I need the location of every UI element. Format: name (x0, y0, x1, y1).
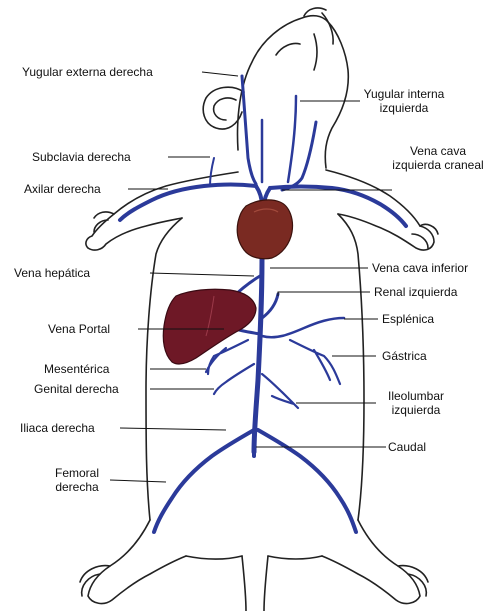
liver (163, 289, 256, 364)
label-genital-derecha: Genital derecha (34, 382, 119, 396)
genital-derecha-vein (214, 364, 254, 394)
label-femoral-derecha: Femoral derecha (46, 466, 108, 494)
label-iliaca-derecha: Iliaca derecha (20, 421, 95, 435)
yugular-interna-izquierda-vein (288, 96, 296, 182)
mouse-nose-outline (304, 8, 333, 44)
label-vena-cava-izquierda-craneal-line2: izquierda craneal (388, 158, 488, 172)
label-subclavia-derecha: Subclavia derecha (32, 150, 131, 164)
label-yugular-interna-izquierda-line1: Yugular interna (362, 87, 446, 101)
label-axilar-derecha: Axilar derecha (24, 182, 101, 196)
leader-femoral-derecha (110, 480, 166, 482)
vena-cava-inferior-vein (254, 258, 262, 452)
right-hindlimb-outline (88, 520, 186, 603)
label-vena-cava-inferior: Vena cava inferior (372, 261, 468, 275)
leader-renal-izquierda (278, 292, 370, 296)
leader-iliaca-derecha (120, 428, 226, 430)
esplenica-vein (262, 318, 344, 337)
label-vena-hepatica: Vena hepática (14, 266, 90, 280)
label-femoral-derecha-line1: Femoral (46, 466, 108, 480)
ileolumbar-izquierda-vein (262, 374, 298, 408)
organs (163, 200, 292, 364)
label-vena-cava-izquierda-craneal: Vena cava izquierda craneal (388, 144, 488, 172)
label-mesenterica: Mesentérica (44, 362, 109, 376)
label-ileolumbar-izquierda-line1: Ileolumbar (378, 389, 454, 403)
label-ileolumbar-izquierda-line2: izquierda (378, 403, 454, 417)
mouse-head-detail (276, 34, 317, 70)
renal-izquierda-vein (262, 294, 278, 318)
tail-base-outline (242, 556, 268, 611)
label-femoral-derecha-line2: derecha (46, 480, 108, 494)
label-renal-izquierda: Renal izquierda (374, 285, 457, 299)
leader-yugular-externa-derecha (202, 72, 238, 76)
iliaca-izquierda-vein (258, 430, 356, 532)
yugular-externa-derecha-vein (242, 76, 256, 184)
label-vena-cava-izquierda-craneal-line1: Vena cava (388, 144, 488, 158)
gastrica-vein (290, 340, 340, 384)
label-yugular-interna-izquierda-line2: izquierda (362, 101, 446, 115)
pelvis-outline (186, 556, 322, 559)
mouse-ear-inner (214, 98, 236, 120)
label-yugular-interna-izquierda: Yugular interna izquierda (362, 87, 446, 115)
label-yugular-externa-derecha: Yugular externa derecha (22, 65, 153, 79)
torso-left-side (338, 214, 364, 520)
subclavia-derecha-vein (120, 185, 256, 221)
label-caudal: Caudal (388, 440, 426, 454)
left-hindlimb-outline (322, 520, 420, 603)
iliaca-derecha-vein (154, 430, 254, 532)
label-ileolumbar-izquierda: Ileolumbar izquierda (378, 389, 454, 417)
label-vena-portal: Vena Portal (48, 322, 110, 336)
label-gastrica: Gástrica (382, 349, 427, 363)
label-esplenica: Esplénica (382, 312, 434, 326)
left-forelimb-outline (326, 170, 434, 250)
leader-vena-hepatica (150, 273, 254, 276)
subclavia-derecha-branch (210, 158, 214, 186)
